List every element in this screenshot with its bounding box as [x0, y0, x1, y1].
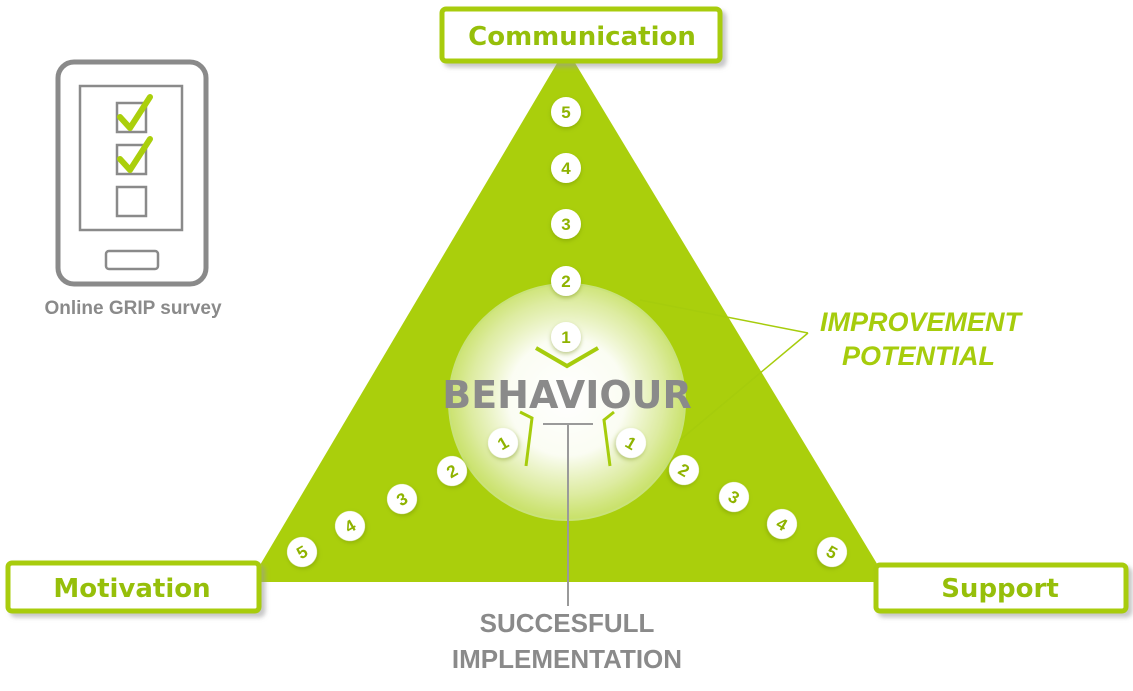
survey-caption: Online GRIP survey — [44, 298, 221, 319]
chevron-left-icon — [519, 410, 534, 467]
svg-text:5: 5 — [561, 103, 570, 122]
svg-text:4: 4 — [561, 159, 571, 178]
svg-text:2: 2 — [561, 272, 570, 291]
scale-marker-right-4: 4 — [767, 509, 797, 539]
scale-marker-right-5: 5 — [817, 537, 847, 567]
implementation-line2: IMPLEMENTATION — [452, 644, 682, 674]
scale-marker-right-2: 2 — [669, 455, 699, 485]
scale-marker-left-3: 3 — [387, 484, 417, 514]
checkmark-icon — [117, 94, 153, 131]
svg-text:1: 1 — [561, 328, 570, 347]
scale-marker-top-4: 4 — [551, 153, 581, 183]
communication-box — [439, 6, 723, 64]
survey-checkboxes — [115, 94, 153, 218]
support-label: Support — [941, 574, 1059, 604]
scale-marker-right-3: 3 — [719, 482, 749, 512]
motivation-label: Motivation — [53, 574, 210, 604]
leader-line-top — [639, 299, 809, 334]
behaviour-title: BEHAVIOUR — [442, 373, 692, 417]
improvement-line2: POTENTIAL — [842, 341, 995, 371]
scale-marker-left-4: 4 — [335, 511, 365, 541]
scale-marker-left-2: 2 — [437, 456, 467, 486]
communication-label: Communication — [468, 22, 696, 52]
scale-marker-top-5: 5 — [551, 97, 581, 127]
implementation-line1: SUCCESFULL — [480, 608, 655, 638]
scale-marker-top-3: 3 — [551, 209, 581, 239]
scale-marker-left-5: 5 — [287, 537, 317, 567]
checkmark-icon — [117, 136, 153, 173]
empty-box-icon — [115, 185, 148, 218]
improvement-line1: IMPROVEMENT — [820, 307, 1024, 337]
checked-box-icon — [115, 94, 153, 134]
scale-marker-right-1: 1 — [616, 428, 646, 458]
scale-marker-left-1: 1 — [488, 428, 518, 458]
scale-marker-top-1: 1 — [551, 322, 581, 352]
leader-line-right — [679, 332, 809, 441]
svg-text:3: 3 — [561, 215, 570, 234]
chevron-right-icon — [602, 410, 615, 467]
scale-marker-top-2: 2 — [551, 266, 581, 296]
chevron-down-icon — [534, 346, 600, 369]
motivation-box — [5, 560, 262, 614]
support-box — [873, 562, 1129, 614]
checked-box-icon — [115, 136, 153, 176]
